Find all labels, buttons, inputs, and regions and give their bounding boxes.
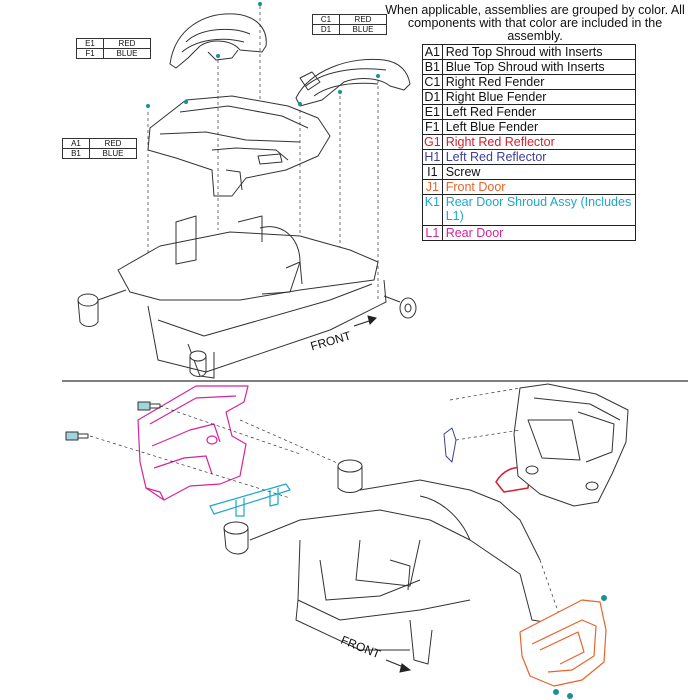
legend-desc: Rear Door Shroud Assy (Includes L1)	[441, 194, 636, 226]
tag-color: BLUE	[103, 48, 151, 59]
front-door	[519, 599, 607, 687]
right-fender	[295, 58, 411, 107]
legend-desc: Right Red Fender	[441, 74, 636, 90]
tag-code: C1	[312, 14, 340, 25]
legend-code: K1	[422, 194, 443, 226]
screws-bottom	[553, 595, 607, 699]
left-reflector	[443, 427, 457, 463]
tag-code: B1	[62, 148, 90, 159]
base-frame-bottom	[223, 459, 545, 665]
rear-door-shroud	[209, 483, 291, 517]
legend-desc: Rear Door	[441, 225, 636, 241]
legend-code: C1	[422, 74, 443, 90]
legend-desc: Right Blue Fender	[441, 89, 636, 105]
legend-desc: Screw	[441, 164, 636, 180]
legend-code: D1	[422, 89, 443, 105]
legend-code: B1	[422, 59, 443, 75]
tag-code: E1	[76, 38, 104, 49]
tag-color: RED	[339, 14, 387, 25]
base-frame-top	[77, 215, 417, 379]
legend-code: A1	[422, 44, 443, 60]
legend-code: L1	[422, 225, 443, 241]
legend-code: G1	[422, 134, 443, 150]
legend-desc: Left Red Fender	[441, 104, 636, 120]
assembly-note: When applicable, assemblies are grouped …	[385, 3, 685, 43]
rear-door	[137, 385, 249, 501]
tag-color: RED	[103, 38, 151, 49]
front-housing	[513, 383, 629, 507]
legend-code: H1	[422, 149, 443, 165]
screws-left	[65, 401, 161, 441]
tag-color: BLUE	[89, 148, 137, 159]
tag-code: A1	[62, 138, 90, 149]
tag-code: D1	[312, 24, 340, 35]
tag-color: RED	[89, 138, 137, 149]
legend-code: F1	[422, 119, 443, 135]
legend-code: I1	[422, 164, 443, 180]
legend-desc: Left Red Reflector	[441, 149, 636, 165]
tag-color: BLUE	[339, 24, 387, 35]
legend-desc: Blue Top Shroud with Inserts	[441, 59, 636, 75]
legend-code: E1	[422, 104, 443, 120]
tag-code: F1	[76, 48, 104, 59]
top-shroud	[147, 95, 331, 197]
legend-code: J1	[422, 179, 443, 195]
left-fender	[169, 13, 267, 69]
legend-desc: Right Red Reflector	[441, 134, 636, 150]
legend-desc: Front Door	[441, 179, 636, 195]
legend-desc: Red Top Shroud with Inserts	[441, 44, 636, 60]
legend-desc: Left Blue Fender	[441, 119, 636, 135]
